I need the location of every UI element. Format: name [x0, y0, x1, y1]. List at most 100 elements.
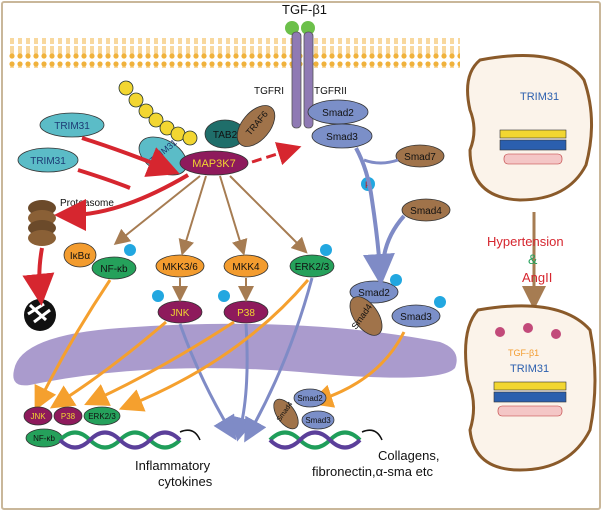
proteasome-label: Proteasome: [60, 198, 114, 209]
smad-orange-arrow: [308, 331, 406, 408]
output-right-line2: fibronectin,α-sma etc: [312, 464, 433, 479]
condition-hypertension: Hypertension: [487, 234, 564, 249]
smad4-complex-node: [349, 296, 383, 336]
kidney-normal: [466, 54, 593, 202]
smad4-label: Smad4: [410, 206, 442, 217]
nuc-p38-node: [53, 406, 83, 426]
phospho-smad3-complex: [434, 296, 446, 308]
transcription-arrow-left: [179, 429, 201, 441]
ikba-label: IκBα: [70, 251, 90, 262]
trim31-free-node-b: [17, 147, 79, 173]
mkk4-label: MKK4: [232, 262, 260, 273]
output-right-line1: Collagens,: [378, 448, 439, 463]
tab2-label: TAB2: [213, 130, 238, 141]
kidney-normal-label: TRIM31: [520, 91, 559, 103]
kidney-vessel: [503, 153, 563, 165]
p38-label: P38: [237, 308, 255, 319]
condition-angii: AngII: [522, 270, 552, 285]
nuc-smad4-node: [273, 398, 299, 430]
nuclear-membrane: [13, 323, 457, 386]
jnk-orange-arrow: [49, 320, 167, 409]
mkk36-label: MKK3/6: [162, 262, 198, 273]
nuc-nfkb-label: NF-κb: [33, 434, 55, 443]
dna-right-strand-b: [268, 430, 362, 450]
phospho-p38-badge: [218, 290, 230, 302]
erk23-node: [289, 254, 335, 278]
kidney-injured-tubule-mid: [493, 391, 567, 403]
kidney-tubule-mid: [499, 139, 567, 151]
ubiquitin-chain: [118, 80, 198, 146]
nuc-smad2-node: [293, 388, 327, 408]
nfkb-orange-arrow: [34, 279, 112, 411]
smad-to-complex-arrow: [354, 147, 395, 286]
smad2-complex-label: Smad2: [358, 288, 390, 299]
map3k7-node: [179, 150, 249, 176]
phospho-erk-badge: [320, 244, 332, 256]
nfkb-label: NF-κb: [100, 264, 128, 275]
trim31-free-label-b: TRIM31: [30, 156, 66, 167]
nuc-smad3-node: [301, 410, 335, 430]
output-left-line1: Inflammatory: [135, 458, 211, 473]
tgfrii-label: TGFRII: [314, 86, 347, 97]
tgfrii-receptor: [303, 31, 314, 129]
kidney-tubule-top: [499, 129, 567, 139]
map3k7-label: MAP3K7: [192, 158, 235, 170]
trim31-free-label-a: TRIM31: [54, 121, 90, 132]
phospho-smad2-complex: [390, 274, 402, 286]
map3k7-to-mkk4-arrow: [219, 175, 248, 256]
p38-orange-arrow: [84, 320, 235, 406]
kidney-injured-ligand: TGF-β1: [508, 348, 539, 358]
fibroblast-cells: [495, 323, 561, 339]
smad3-receptor-label: Smad3: [326, 132, 358, 143]
tgf-b1-label: TGF-β1: [282, 2, 327, 17]
phospho-nfkb-badge: [124, 244, 136, 256]
kidney-injured-label: TRIM31: [510, 363, 549, 375]
nuc-erk-label: ERK2/3: [88, 412, 116, 421]
phospho-jnk-badge: [152, 290, 164, 302]
map3k7-to-nfkb-arrow: [113, 175, 201, 245]
tgf-b1-ligand-b: [301, 21, 315, 35]
smad7-label: Smad7: [404, 152, 436, 163]
jnk-label: JNK: [171, 308, 190, 319]
kidney-injured-tubule-top: [493, 381, 567, 391]
nuc-p38-label: P38: [61, 412, 76, 421]
nuc-smad3-label: Smad3: [305, 416, 331, 425]
output-left-line2: cytokines: [158, 474, 213, 489]
smad3-receptor-node: [311, 123, 373, 149]
erk-orange-arrow: [118, 279, 310, 412]
smad3-complex-label: Smad3: [400, 312, 432, 323]
map3k7-to-proteasome-arrow: [54, 173, 190, 231]
erk-blue-arrow: [244, 277, 314, 443]
map3k7-to-erk-arrow: [229, 175, 308, 254]
trim31-b-arrow: [77, 168, 131, 190]
dna-left-strand-b: [58, 430, 182, 450]
smad7-node: [395, 144, 445, 168]
traf6-node: [236, 105, 276, 147]
dna-right-strand-a: [268, 430, 362, 450]
cell-membrane: [8, 38, 460, 68]
kidney-injured-vessel: [497, 405, 563, 417]
nuc-erk-node: [83, 406, 121, 426]
nuc-jnk-node: [23, 406, 53, 426]
nfkb-node: [91, 256, 137, 280]
jnk-blue-arrow: [178, 323, 237, 441]
smad4-to-complex-arrow: [382, 214, 406, 257]
condition-amp: &: [528, 251, 538, 267]
trim31-to-map3k7-arrow: [81, 136, 180, 177]
smad4-node: [401, 198, 451, 222]
ikba-node: [63, 242, 97, 268]
tgfri-label: TGFRI: [254, 86, 284, 97]
nuc-jnk-label: JNK: [30, 412, 46, 421]
smad3-complex-node: [391, 304, 441, 328]
proteasome-icon: [28, 200, 56, 246]
erk23-label: ERK2/3: [295, 262, 330, 273]
map3k7-to-receptor-arrow: [251, 142, 302, 166]
proteasome-degradation-arrow: [22, 247, 55, 306]
trim31-free-node-a: [39, 112, 105, 138]
smad2-receptor-label: Smad2: [322, 108, 354, 119]
nuc-smad2-label: Smad2: [297, 394, 323, 403]
map3k7-to-mkk36-arrow: [178, 175, 207, 256]
